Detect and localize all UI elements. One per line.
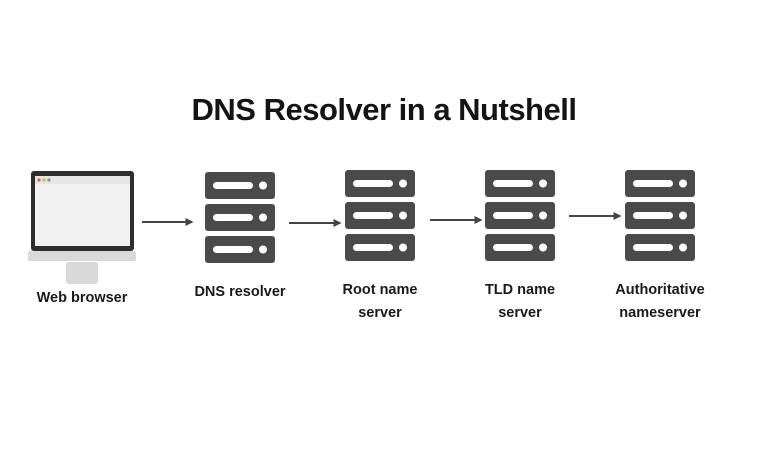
server-slot bbox=[633, 180, 673, 187]
server-led bbox=[679, 243, 687, 252]
server-led bbox=[259, 213, 267, 222]
label-line: nameserver bbox=[619, 305, 701, 321]
server-slot bbox=[353, 212, 393, 219]
node-label-root-name-server: Root name server bbox=[320, 279, 440, 325]
server-led bbox=[679, 179, 687, 188]
label-line: server bbox=[358, 305, 402, 321]
server-led bbox=[539, 211, 547, 220]
server-led bbox=[259, 245, 267, 254]
server-slot bbox=[213, 214, 253, 221]
label-line: Authoritative bbox=[615, 282, 705, 298]
server-slot bbox=[493, 212, 533, 219]
server-slot bbox=[493, 244, 533, 251]
server-led bbox=[539, 179, 547, 188]
server-icon bbox=[205, 172, 275, 263]
server-slot bbox=[633, 212, 673, 219]
server-led bbox=[399, 211, 407, 220]
monitor-icon bbox=[28, 171, 136, 284]
node-label-tld-name-server: TLD name server bbox=[460, 279, 580, 325]
node-label-dns-resolver: DNS resolver bbox=[180, 281, 300, 304]
node-label-web-browser: Web browser bbox=[22, 287, 142, 310]
server-led bbox=[399, 179, 407, 188]
label-line: server bbox=[498, 305, 542, 321]
server-led bbox=[679, 211, 687, 220]
label-line: DNS resolver bbox=[194, 284, 286, 300]
label-line: TLD name bbox=[484, 282, 556, 298]
label-line: Web browser bbox=[36, 290, 128, 306]
label-line: Root name bbox=[342, 282, 418, 298]
server-slot bbox=[493, 180, 533, 187]
page-title: DNS Resolver in a Nutshell bbox=[191, 92, 577, 127]
server-slot bbox=[213, 246, 253, 253]
server-slot bbox=[353, 180, 393, 187]
server-led bbox=[539, 243, 547, 252]
node-label-authoritative-nameserver: Authoritative nameserver bbox=[600, 279, 720, 325]
server-slot bbox=[633, 244, 673, 251]
server-led bbox=[399, 243, 407, 252]
server-icon bbox=[625, 170, 695, 261]
server-icon bbox=[345, 170, 415, 261]
server-led bbox=[259, 181, 267, 190]
server-icon bbox=[485, 170, 555, 261]
server-slot bbox=[213, 182, 253, 189]
server-slot bbox=[353, 244, 393, 251]
